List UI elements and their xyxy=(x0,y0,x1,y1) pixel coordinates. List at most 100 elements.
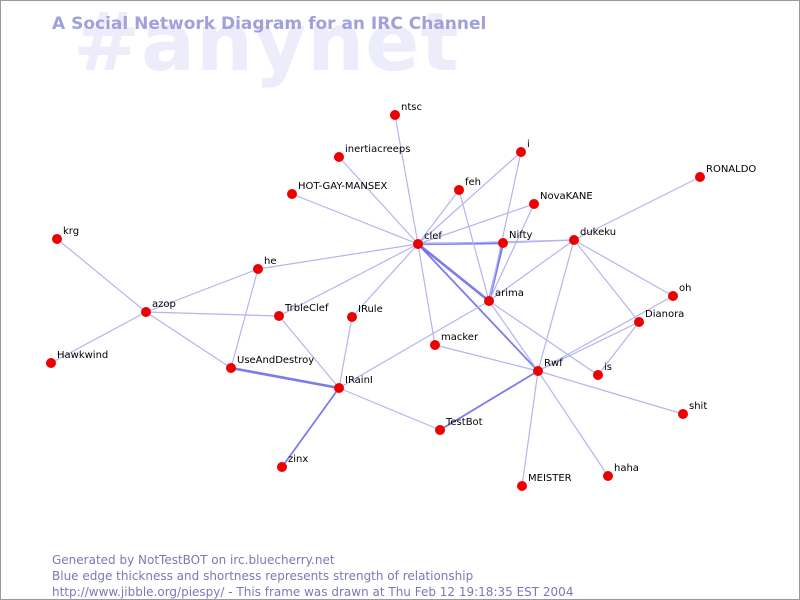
node-azop: azop xyxy=(141,299,176,317)
edge-clef-i xyxy=(417,151,522,245)
node-label: azop xyxy=(152,299,176,310)
node-dot xyxy=(533,366,543,376)
node-inertiacreeps: inertiacreeps xyxy=(334,144,410,162)
edge-dianora-is xyxy=(597,321,640,376)
footer-generated-by: Generated by NotTestBOT on irc.bluecherr… xyxy=(52,553,335,567)
node-label: clef xyxy=(424,231,442,242)
node-label: i xyxy=(527,139,530,150)
diagram-title: A Social Network Diagram for an IRC Chan… xyxy=(52,14,487,34)
node-dot xyxy=(593,370,603,380)
node-novakane: NovaKANE xyxy=(529,191,593,209)
node-dot xyxy=(334,152,344,162)
node-dot xyxy=(529,199,539,209)
node-label: Hawkwind xyxy=(57,350,108,361)
node-dot xyxy=(454,185,464,195)
edge-arima-feh xyxy=(458,189,490,302)
node-hawkwind: Hawkwind xyxy=(46,350,108,368)
node-label: dukeku xyxy=(580,227,616,238)
node-macker: macker xyxy=(430,332,479,350)
node-i: i xyxy=(516,139,530,157)
node-label: UseAndDestroy xyxy=(237,355,314,366)
edge-rwf-shit xyxy=(537,370,684,415)
edge-rwf-oh xyxy=(537,295,674,372)
edge-azop-he xyxy=(145,268,259,313)
edge-dukeku-dianora xyxy=(573,239,640,323)
node-useanddestroy: UseAndDestroy xyxy=(226,355,314,373)
node-rwf: Rwf xyxy=(533,358,563,376)
node-nifty: Nifty xyxy=(498,230,533,248)
node-trbleclef: TrbleClef xyxy=(274,303,329,321)
node-label: oh xyxy=(679,283,691,294)
node-dot xyxy=(484,296,494,306)
edge-clef-trbleclef xyxy=(278,243,419,317)
node-dot xyxy=(435,425,445,435)
edge-rwf-dianora xyxy=(537,321,640,372)
edge-trbleclef-iraini xyxy=(278,315,340,389)
edge-dukeku-oh xyxy=(573,239,674,297)
footer-credit: http://www.jibble.org/piespy/ - This fra… xyxy=(52,585,574,599)
node-irule: IRule xyxy=(347,304,383,322)
node-label: inertiacreeps xyxy=(345,144,410,155)
node-label: he xyxy=(264,256,277,267)
node-he: he xyxy=(253,256,277,274)
edge-azop-useanddestroy xyxy=(145,311,232,369)
edge-clef-inertiacreeps xyxy=(338,156,419,245)
edge-azop-trbleclef xyxy=(145,311,280,317)
node-label: shit xyxy=(689,401,707,412)
edge-clef-hot-gay-mansex xyxy=(291,193,419,245)
node-arima: arima xyxy=(484,288,524,306)
node-testbot: TestBot xyxy=(435,417,483,435)
node-label: Dianora xyxy=(645,309,684,320)
node-krg: krg xyxy=(52,226,79,244)
edge-irule-iraini xyxy=(338,316,353,389)
node-dot xyxy=(498,238,508,248)
edge-dukeku-rwf xyxy=(537,239,575,372)
edge-arima-novakane xyxy=(488,203,535,302)
node-dot xyxy=(347,312,357,322)
node-dot xyxy=(668,291,678,301)
edge-iraini-zinx xyxy=(281,387,340,468)
node-label: arima xyxy=(495,288,524,299)
edge-clef-novakane xyxy=(417,203,535,245)
node-dianora: Dianora xyxy=(634,309,684,327)
edge-useanddestroy-iraini xyxy=(230,366,340,390)
node-label: MEISTER xyxy=(528,473,572,484)
node-label: feh xyxy=(465,177,481,188)
node-label: is xyxy=(604,362,612,373)
node-dot xyxy=(274,311,284,321)
node-dot xyxy=(52,234,62,244)
edge-layer xyxy=(50,114,701,487)
node-label: TestBot xyxy=(445,417,483,428)
edge-rwf-haha xyxy=(537,370,609,477)
node-label: Nifty xyxy=(509,230,533,241)
node-shit: shit xyxy=(678,401,707,419)
node-feh: feh xyxy=(454,177,481,195)
node-label: krg xyxy=(63,226,79,237)
edge-clef-ntsc xyxy=(394,114,419,245)
edge-iraini-testbot xyxy=(338,387,441,431)
node-hot-gay-mansex: HOT-GAY-MANSEX xyxy=(287,181,388,199)
edge-dukeku-ronaldo xyxy=(573,176,701,241)
channel-watermark: #anynet xyxy=(73,0,460,89)
node-label: HOT-GAY-MANSEX xyxy=(298,181,388,192)
edge-arima-iraini xyxy=(338,300,490,389)
node-label: TrbleClef xyxy=(284,303,329,314)
edge-rwf-macker xyxy=(434,344,539,372)
node-dot xyxy=(517,481,527,491)
node-dot xyxy=(334,383,344,393)
node-dot xyxy=(413,239,423,249)
node-dot xyxy=(390,110,400,120)
node-haha: haha xyxy=(603,463,639,481)
node-label: IRule xyxy=(358,304,383,315)
node-clef: clef xyxy=(413,231,442,249)
node-label: IRainI xyxy=(345,375,373,386)
node-ntsc: ntsc xyxy=(390,102,422,120)
node-label: NovaKANE xyxy=(540,191,593,202)
node-label: macker xyxy=(441,332,479,343)
node-dot xyxy=(569,235,579,245)
footer-legend: Blue edge thickness and shortness repres… xyxy=(52,569,474,583)
node-dot xyxy=(430,340,440,350)
node-iraini: IRainI xyxy=(334,375,373,393)
node-label: zinx xyxy=(288,454,308,465)
